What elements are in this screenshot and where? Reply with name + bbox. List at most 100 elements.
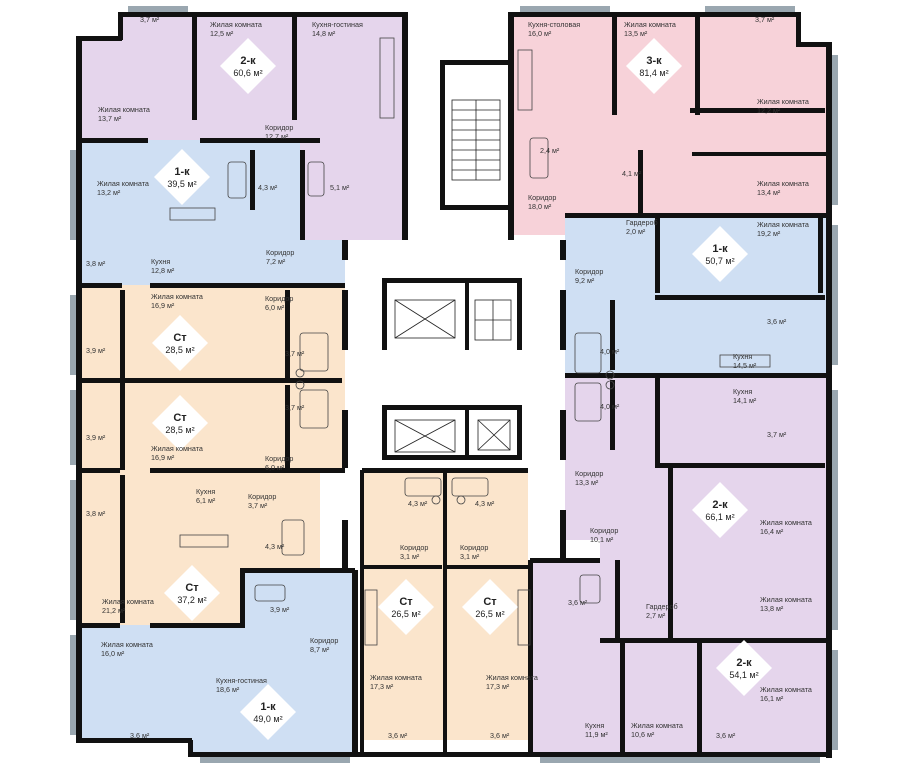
apartment-2k-54-fill: [530, 560, 828, 755]
room-label: 3,6 м²: [767, 317, 787, 326]
apartment-st-37-fill: [80, 470, 320, 625]
room-area: 16,0 м²: [101, 649, 125, 658]
room-label: 3,9 м²: [270, 605, 290, 614]
room-area: 13,3 м²: [575, 478, 599, 487]
apartment-area: 37,2 м²: [177, 595, 206, 605]
room-area: 7,2 м²: [266, 257, 286, 266]
room-area: 4,1 м²: [622, 169, 642, 178]
room-area: 12,5 м²: [210, 29, 234, 38]
room-area: 14,1 м²: [733, 396, 757, 405]
room-area: 6,1 м²: [196, 496, 216, 505]
room-label: 3,9 м²: [86, 346, 106, 355]
room-area: 3,9 м²: [86, 433, 106, 442]
badge-diamond: [164, 565, 220, 621]
room-name: Жилая комната: [757, 179, 809, 188]
room-area: 3,9 м²: [86, 346, 106, 355]
room-label: 4,3 м²: [475, 499, 495, 508]
room-area: 3,8 м²: [86, 259, 106, 268]
room-name: Кухня: [585, 721, 604, 730]
apartment-area: 39,5 м²: [167, 179, 196, 189]
apartment-area: 54,1 м²: [729, 670, 758, 680]
apartment-area: 60,6 м²: [233, 68, 262, 78]
room-area: 5,1 м²: [330, 183, 350, 192]
room-name: Жилая комната: [486, 673, 538, 682]
room-area: 6,0 м²: [265, 303, 285, 312]
apartment-badge: 3-к81,4 м²: [626, 38, 682, 94]
room-name: Жилая комната: [102, 597, 154, 606]
room-area: 4,0 м²: [600, 347, 620, 356]
room-name: Кухня-гостиная: [312, 20, 363, 29]
room-area: 3,7 м²: [767, 430, 787, 439]
apartment-badge: 1-к50,7 м²: [692, 226, 748, 282]
room-label: 3,7 м²: [755, 15, 775, 24]
room-area: 8,7 м²: [310, 645, 330, 654]
windows: [70, 6, 838, 763]
room-area: 14,5 м²: [733, 361, 757, 370]
room-area: 3,7 м²: [285, 349, 305, 358]
apartment-badge: 1-к49,0 м²: [240, 684, 296, 740]
room-label: 3,6 м²: [388, 731, 408, 740]
badge-diamond: [716, 640, 772, 696]
room-area: 17,3 м²: [370, 682, 394, 691]
apartment-type: 2-к: [712, 499, 728, 511]
room-area: 3,6 м²: [767, 317, 787, 326]
room-area: 18,6 м²: [216, 685, 240, 694]
room-name: Жилая комната: [760, 595, 812, 604]
apartment-area: 26,5 м²: [475, 609, 504, 619]
room-area: 3,1 м²: [400, 552, 420, 561]
room-name: Коридор: [265, 294, 293, 303]
apartment-badge: 1-к39,5 м²: [154, 149, 210, 205]
room-area: 3,6 м²: [568, 598, 588, 607]
apartment-type: Ст: [173, 332, 187, 344]
room-area: 13,2 м²: [97, 188, 121, 197]
apartment-area: 66,1 м²: [705, 512, 734, 522]
apartment-badges: 2-к60,6 м²3-к81,4 м²1-к39,5 м²1-к50,7 м²…: [152, 38, 772, 740]
room-area: 17,3 м²: [486, 682, 510, 691]
apartment-badge: 2-к60,6 м²: [220, 38, 276, 94]
apartment-fills: [80, 15, 828, 755]
room-label: 3,7 м²: [285, 349, 305, 358]
room-name: Коридор: [590, 526, 618, 535]
room-area: 3,7 м²: [755, 15, 775, 24]
room-label: 3,8 м²: [86, 259, 106, 268]
apartment-area: 28,5 м²: [165, 425, 194, 435]
badge-diamond: [462, 579, 518, 635]
room-area: 3,8 м²: [86, 509, 106, 518]
room-area: 10,1 м²: [590, 535, 614, 544]
room-area: 16,9 м²: [151, 301, 175, 310]
room-area: 4,3 м²: [475, 499, 495, 508]
apartment-type: Ст: [173, 412, 187, 424]
room-area: 12,2 м²: [757, 106, 781, 115]
badge-diamond: [692, 482, 748, 538]
room-name: Жилая комната: [631, 721, 683, 730]
badge-diamond: [220, 38, 276, 94]
room-area: 13,5 м²: [624, 29, 648, 38]
room-label: 3,6 м²: [716, 731, 736, 740]
room-area: 3,6 м²: [490, 731, 510, 740]
apartment-type: 2-к: [240, 55, 256, 67]
room-name: Кухня-гостиная: [216, 676, 267, 685]
fixtures: [169, 37, 771, 646]
apartment-1k-39-fill: [80, 140, 345, 285]
